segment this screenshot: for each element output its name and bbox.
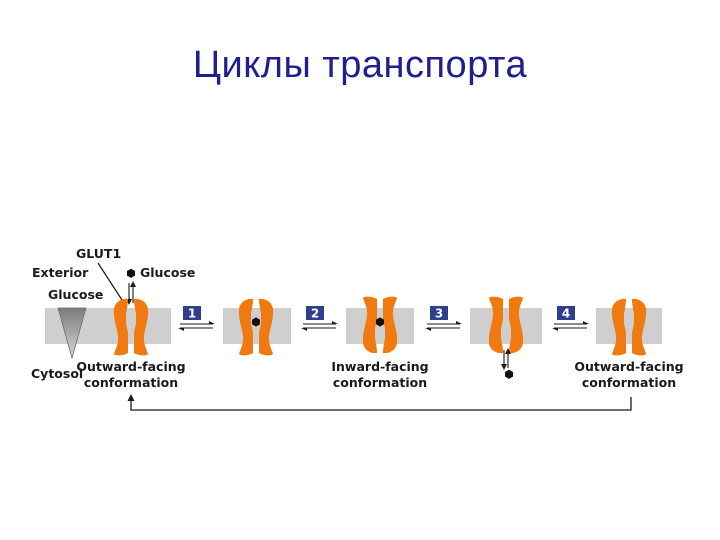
cytosol-label: Cytosol — [31, 366, 83, 381]
step-4-label: 4 — [562, 307, 570, 321]
slide-title: Циклы транспорта — [192, 44, 528, 86]
exterior-label: Exterior — [32, 265, 89, 280]
step-1-box — [183, 306, 201, 320]
cycle-return-arrow — [130, 397, 632, 411]
glut1-pointer-line — [97, 262, 123, 301]
membrane-segment-4 — [470, 308, 542, 344]
glut1-label: GLUT1 — [76, 246, 121, 261]
step-4-box — [557, 306, 575, 320]
glucose-gradient-label: Glucose — [48, 287, 103, 302]
step-2-label: 2 — [311, 307, 319, 321]
membrane-segment-5 — [596, 308, 662, 344]
step-2-box — [306, 306, 324, 320]
cycle-return-arrowhead — [127, 394, 135, 401]
outward-facing-label-1: Outward-facing — [76, 359, 185, 374]
conformation-label-1: conformation — [84, 375, 178, 390]
conformation-label-3: conformation — [582, 375, 676, 390]
glucose-top-label: Glucose — [140, 265, 195, 280]
step-1-label: 1 — [188, 307, 196, 321]
glucose-icon — [127, 268, 135, 278]
glucose-gradient-triangle — [57, 307, 87, 360]
inward-facing-label: Inward-facing — [331, 359, 428, 374]
step-3-box — [430, 306, 448, 320]
outward-facing-label-2: Outward-facing — [574, 359, 683, 374]
step-3-label: 3 — [435, 307, 443, 321]
conformation-label-2: conformation — [333, 375, 427, 390]
released-glucose-icon — [505, 369, 513, 379]
